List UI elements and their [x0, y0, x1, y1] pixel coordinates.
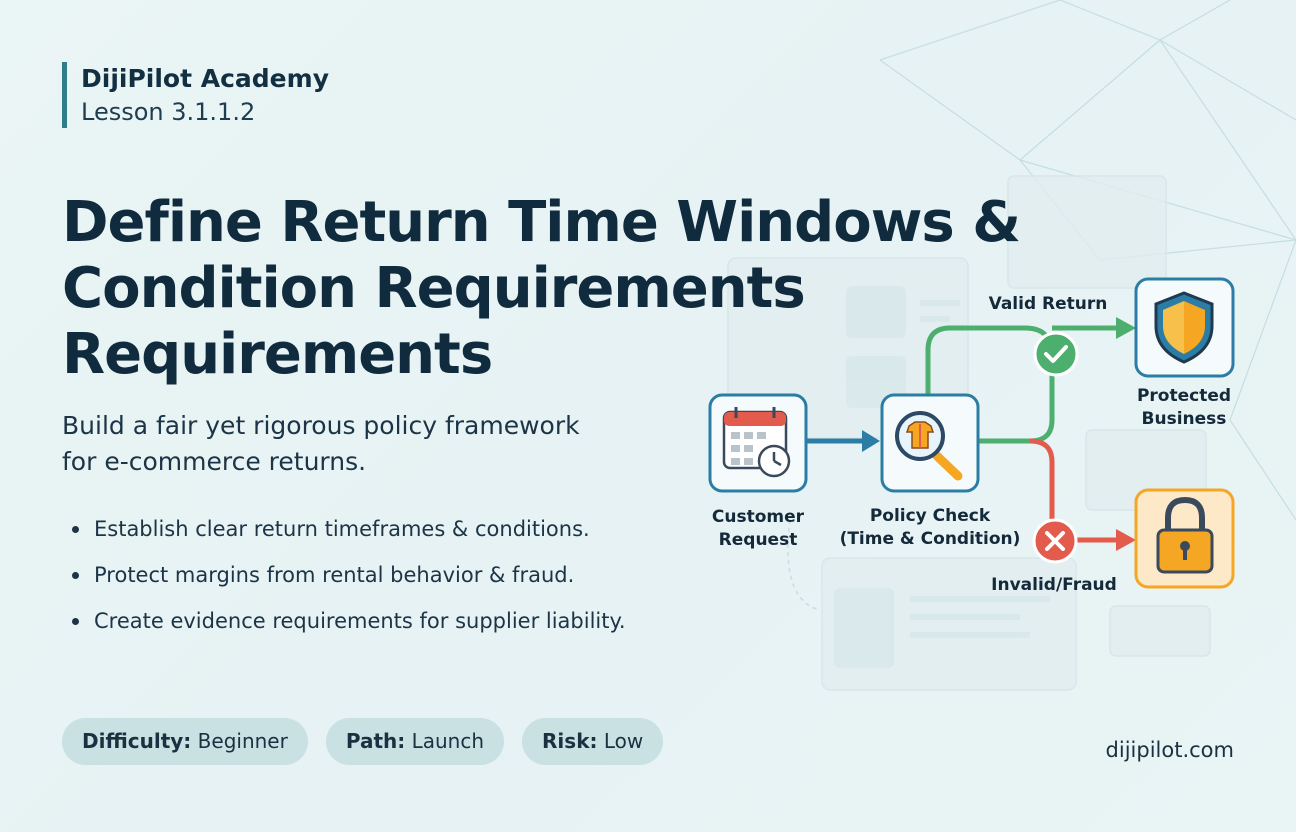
title-line-3: Requirements — [62, 322, 493, 387]
label-line: Protected — [1136, 386, 1232, 406]
site-url: dijipilot.com — [1105, 738, 1234, 762]
magnifier-shirt-icon — [895, 411, 963, 481]
badge-value: Beginner — [197, 729, 288, 753]
padlock-icon — [1156, 496, 1214, 574]
policy-check-label: Policy Check (Time & Condition) — [834, 505, 1026, 551]
title-line-1: Define Return Time Windows & — [62, 190, 1021, 255]
path-badge: Path: Launch — [325, 718, 505, 765]
lock-node — [1134, 488, 1235, 589]
brand-block: DijiPilot Academy Lesson 3.1.1.2 — [62, 62, 329, 128]
label-line: Request — [718, 530, 798, 550]
label-line: Customer — [711, 507, 805, 527]
invalid-fraud-label: Invalid/Fraud — [991, 575, 1117, 595]
lesson-number: Lesson 3.1.1.2 — [81, 98, 256, 126]
protected-business-label: Protected Business — [1124, 385, 1244, 431]
subtitle-line-2: for e-commerce returns. — [62, 447, 367, 476]
subtitle: Build a fair yet rigorous policy framewo… — [62, 408, 662, 480]
difficulty-badge: Difficulty: Beginner — [62, 718, 308, 765]
bullet-list: Establish clear return timeframes & cond… — [70, 506, 626, 644]
check-icon — [1033, 331, 1079, 377]
risk-badge: Risk: Low — [522, 718, 664, 765]
badge-row: Difficulty: Beginner Path: Launch Risk: … — [62, 718, 664, 765]
label-line: (Time & Condition) — [839, 529, 1021, 549]
badge-key: Difficulty: — [82, 729, 192, 753]
valid-return-label: Valid Return — [988, 294, 1108, 314]
brand-name: DijiPilot Academy — [81, 64, 329, 93]
badge-key: Path: — [345, 729, 406, 753]
shield-icon — [1154, 291, 1214, 364]
customer-request-label: Customer Request — [700, 506, 816, 552]
page-title: Define Return Time Windows & Condition R… — [62, 190, 1021, 388]
customer-request-node — [708, 393, 808, 493]
label-line: Business — [1141, 409, 1227, 429]
bullet-item: Establish clear return timeframes & cond… — [70, 506, 626, 552]
badge-key: Risk: — [542, 729, 598, 753]
bullet-item: Create evidence requirements for supplie… — [70, 598, 626, 644]
badge-value: Launch — [411, 729, 485, 753]
calendar-clock-icon — [722, 407, 791, 478]
cross-icon — [1032, 518, 1078, 564]
protected-business-node — [1134, 277, 1235, 378]
subtitle-line-1: Build a fair yet rigorous policy framewo… — [62, 411, 580, 440]
bullet-item: Protect margins from rental behavior & f… — [70, 552, 626, 598]
policy-check-node — [880, 393, 980, 493]
label-line: Policy Check — [869, 506, 991, 526]
title-line-2: Condition Requirements — [62, 256, 806, 321]
badge-value: Low — [603, 729, 644, 753]
